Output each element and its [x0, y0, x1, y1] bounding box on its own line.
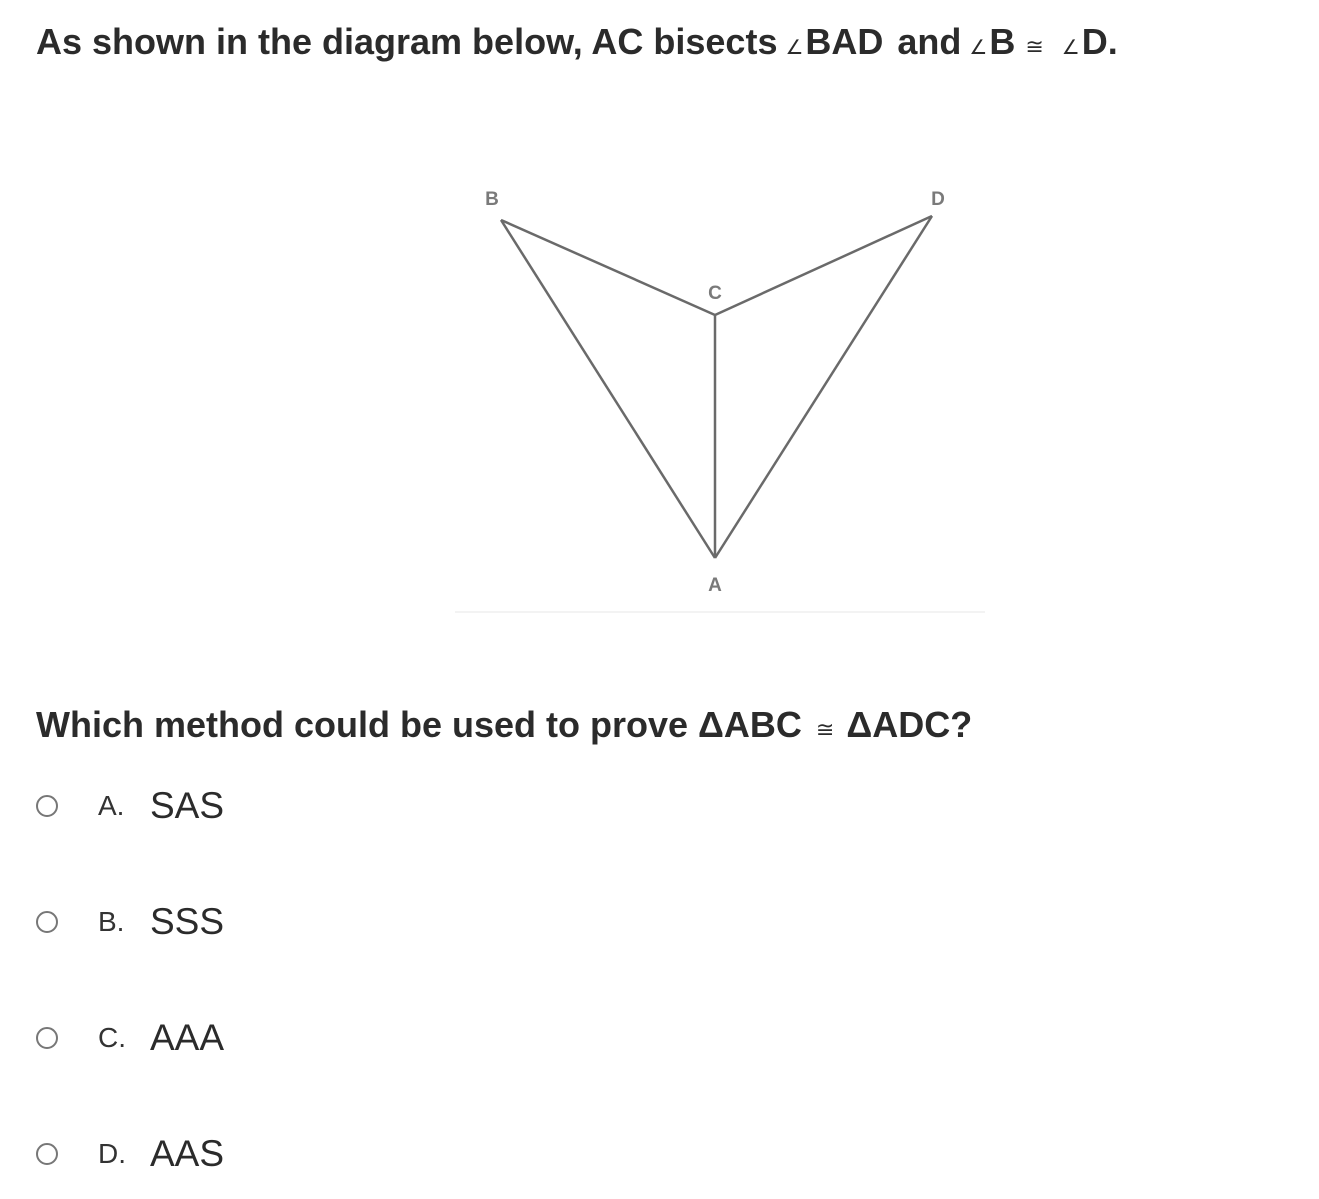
radio-button[interactable] [36, 911, 58, 933]
diagram-svg: B D C A [455, 189, 985, 613]
segment-cd [714, 214, 933, 317]
angle-symbol-2: ∠ [969, 37, 988, 59]
congruent-symbol-1: ≅ [1025, 34, 1044, 59]
choice-letter: A. [98, 790, 125, 821]
radio-button[interactable] [36, 1027, 58, 1049]
choice-text: SSS [150, 901, 225, 942]
choice-b[interactable]: B. SSS [36, 900, 224, 944]
segment-da [713, 215, 934, 559]
angle-bad: BAD [805, 21, 884, 62]
choice-letter: B. [98, 906, 125, 937]
choice-text: SAS [150, 785, 225, 826]
diagram-lines [499, 214, 934, 559]
label-c: C [708, 283, 722, 304]
choice-letter: D. [98, 1138, 126, 1169]
congruent-symbol-2: ≅ [815, 717, 835, 742]
choice-d[interactable]: D. AAS [36, 1132, 224, 1176]
question-prompt: Which method could be used to prove ΔABC… [36, 702, 972, 753]
angle-symbol-1: ∠ [785, 37, 804, 59]
header-text: As shown in the diagram below, AC bisect… [36, 21, 778, 62]
segment-ba [499, 219, 717, 559]
angle-symbol-3: ∠ [1061, 37, 1080, 59]
choice-a[interactable]: A. SAS [36, 784, 224, 828]
prompt-triangle-adc: ΔADC? [846, 704, 973, 745]
choice-c[interactable]: C. AAA [36, 1016, 224, 1060]
angle-d: D. [1081, 21, 1118, 62]
label-a: A [708, 575, 722, 596]
choice-text: AAA [150, 1017, 225, 1058]
header-and: and [897, 21, 962, 62]
label-b: B [485, 189, 499, 210]
radio-button[interactable] [36, 1143, 58, 1165]
question-header: As shown in the diagram below, AC bisect… [36, 20, 1118, 70]
segment-bc [500, 218, 716, 317]
choice-text: AAS [150, 1133, 225, 1174]
radio-button[interactable] [36, 795, 58, 817]
geometry-diagram: B D C A [440, 170, 1000, 630]
choice-letter: C. [98, 1022, 126, 1053]
label-d: D [931, 189, 945, 210]
angle-b: B [989, 21, 1016, 62]
prompt-text: Which method could be used to prove ΔABC [36, 704, 802, 745]
